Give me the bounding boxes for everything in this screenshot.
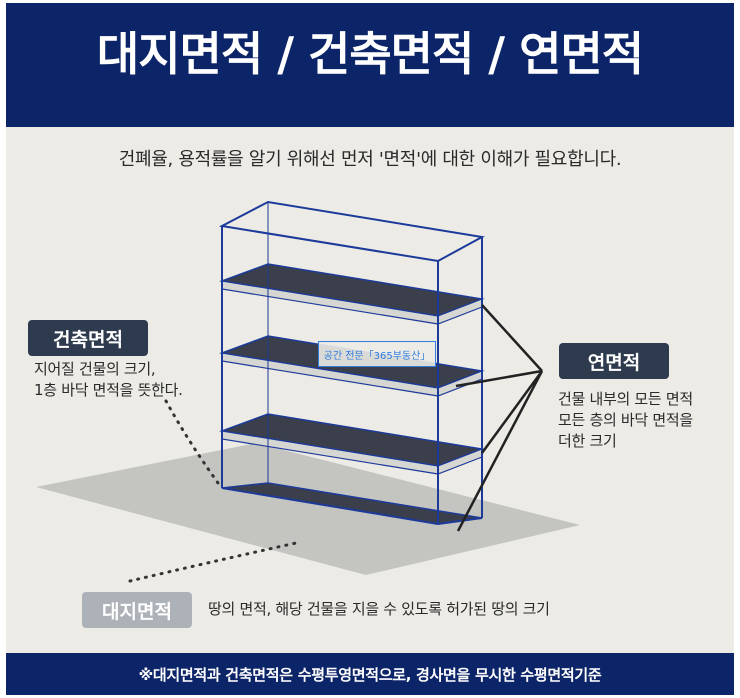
site-area-description: 땅의 면적, 해당 건물을 지을 수 있도록 허가된 땅의 크기 — [208, 600, 550, 618]
slab-edges — [221, 280, 483, 475]
site-area-label: 대지면적 — [82, 592, 192, 628]
leader-site — [128, 541, 298, 583]
total-floor-area-label: 연면적 — [559, 343, 669, 379]
total-floor-area-line: 건물 내부의 모든 면적 — [558, 390, 693, 408]
leader-building — [164, 399, 220, 485]
building-area-line: 지어질 건물의 크기, — [34, 360, 156, 378]
total-floor-area-line: 더한 크기 — [558, 432, 617, 450]
page-title: 대지면적 / 건축면적 / 연면적 — [96, 27, 644, 81]
building-outline — [218, 200, 486, 525]
header-bar: 대지면적 / 건축면적 / 연면적 — [6, 3, 734, 127]
site-area-ground — [36, 443, 580, 575]
building-diagram — [36, 200, 580, 583]
building-area-line: 1층 바닥 면적을 뜻한다. — [34, 381, 183, 399]
total-floor-area-line: 모든 층의 바닥 면적을 — [558, 411, 693, 429]
leader-total — [455, 304, 544, 532]
total-floor-area-description: 건물 내부의 모든 면적 모든 층의 바닥 면적을 더한 크기 — [558, 389, 728, 452]
intro-text: 건폐율, 용적률을 알기 위해선 먼저 '면적'에 대한 이해가 필요합니다. — [118, 149, 622, 170]
building-area-label: 건축면적 — [28, 320, 148, 356]
building-area-description: 지어질 건물의 크기, 1층 바닥 면적을 뜻한다. — [34, 359, 244, 401]
infographic: 대지면적 / 건축면적 / 연면적 건폐율, 용적률을 알기 위해선 먼저 '면… — [6, 3, 734, 695]
watermark-stamp: 공간 전문「365부동산」 — [318, 341, 436, 367]
footer-note: ※대지면적과 건축면적은 수평투영면적으로, 경사면을 무시한 수평면적기준 — [6, 653, 734, 695]
